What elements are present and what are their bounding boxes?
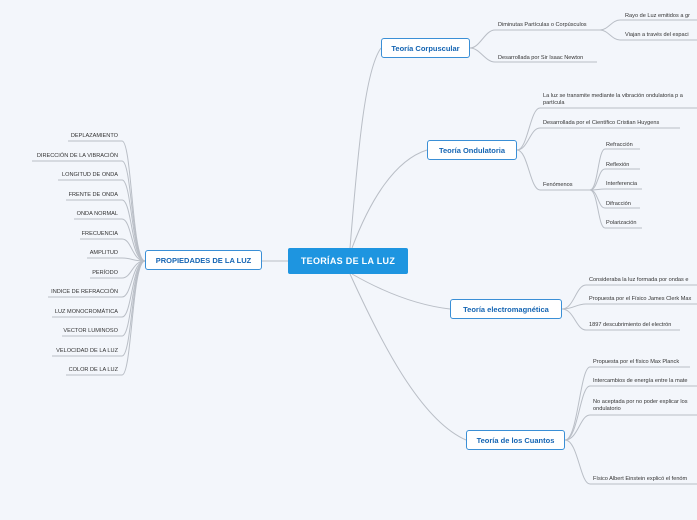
propiedad-item[interactable]: VECTOR LUMINOSO	[63, 328, 118, 334]
ondulatoria-vibracion[interactable]: La luz se transmite mediante la vibració…	[543, 93, 683, 106]
fenomeno-item[interactable]: Polarización	[606, 220, 637, 226]
connector-ondulatoria	[351, 149, 428, 249]
connector-electromagnetica	[351, 273, 451, 310]
propiedad-item[interactable]: FRENTE DE ONDA	[68, 192, 118, 198]
propiedad-item[interactable]: AMPLITUD	[89, 250, 118, 256]
connector-corpuscular	[349, 47, 382, 249]
electromagnetica-item[interactable]: 1897 descubrimiento del electrón	[589, 322, 672, 328]
corpuscular-newton[interactable]: Desarrollada por Sir Isaac Newton	[498, 55, 584, 61]
topic-electromagnetica[interactable]: Teoría electromagnética	[450, 299, 562, 319]
propiedad-item[interactable]: ONDA NORMAL	[76, 211, 118, 217]
central-topic[interactable]: TEORÍAS DE LA LUZ	[288, 248, 408, 274]
fenomeno-item[interactable]: Interferencia	[606, 181, 638, 187]
topic-ondulatoria[interactable]: Teoría Ondulatoria	[427, 140, 517, 160]
propiedad-item[interactable]: COLOR DE LA LUZ	[68, 367, 118, 373]
connector-cuantos	[349, 273, 467, 441]
propiedad-item[interactable]: DEPLAZAMIENTO	[70, 133, 118, 139]
propiedad-item[interactable]: LONGITUD DE ONDA	[62, 172, 118, 178]
topic-cuantos[interactable]: Teoría de los Cuantos	[466, 430, 565, 450]
fenomeno-item[interactable]: Difracción	[606, 201, 631, 207]
topic-propiedades[interactable]: PROPIEDADES DE LA LUZ	[145, 250, 262, 270]
corpuscular-rayo[interactable]: Rayo de Luz emitidos a gr	[625, 13, 690, 19]
cuantos-item[interactable]: Intercambios de energía entre la mate	[593, 378, 688, 384]
ondulatoria-fenomenos[interactable]: Fenómenos	[543, 182, 573, 188]
propiedad-item[interactable]: DIRECCIÓN DE LA VIBRACIÓN	[36, 153, 118, 159]
fenomeno-item[interactable]: Refracción	[606, 142, 633, 148]
corpuscular-viajan[interactable]: Viajan a través del espaci	[625, 32, 689, 38]
ondulatoria-huygens[interactable]: Desarrollada por el Científico Cristian …	[543, 120, 660, 126]
electromagnetica-item[interactable]: Consideraba la luz formada por ondas e	[589, 277, 689, 283]
propiedad-item[interactable]: INDICE DE REFRACCIÓN	[51, 289, 118, 295]
corpuscular-diminutas[interactable]: Diminutas Partículas o Corpúsculos	[498, 22, 587, 28]
topic-corpuscular[interactable]: Teoría Corpuscular	[381, 38, 470, 58]
cuantos-item[interactable]: Propuesta por el físico Max Planck	[593, 359, 680, 365]
cuantos-item[interactable]: Físico Albert Einstein explicó el fenóm	[593, 476, 688, 482]
fenomeno-item[interactable]: Reflexión	[606, 162, 630, 168]
propiedad-item[interactable]: FRECUENCIA	[81, 231, 118, 237]
propiedad-item[interactable]: VELOCIDAD DE LA LUZ	[56, 348, 118, 354]
electromagnetica-item[interactable]: Propuesta por el Físico James Clerk Max	[589, 296, 692, 302]
propiedad-item[interactable]: LUZ MONOCROMÁTICA	[54, 309, 118, 315]
cuantos-item[interactable]: No aceptada por no poder explicar los on…	[593, 399, 688, 412]
propiedad-item[interactable]: PERÍODO	[92, 270, 118, 276]
